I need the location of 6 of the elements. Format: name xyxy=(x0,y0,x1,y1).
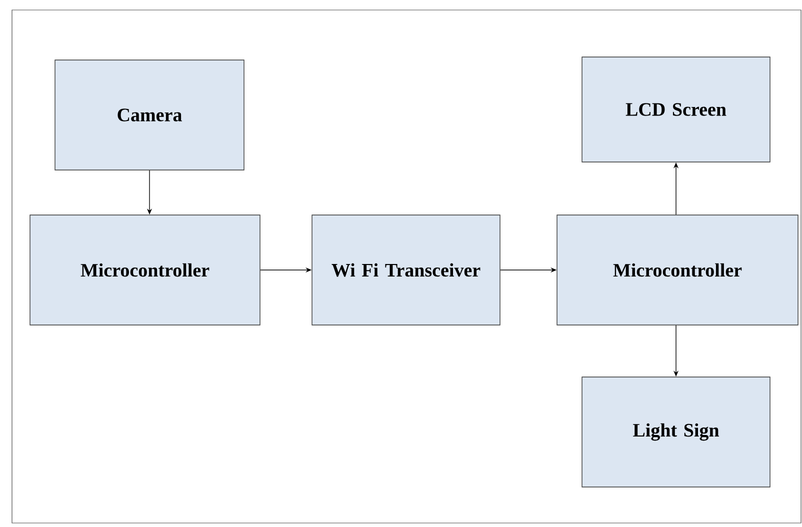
process-box: Microcontroller xyxy=(30,214,260,326)
process-box: Light Sign xyxy=(582,376,770,488)
process-box: Camera xyxy=(54,60,244,170)
process-box: Wi Fi Transceiver xyxy=(312,214,500,326)
process-box: Microcontroller xyxy=(556,214,798,326)
process-box: LCD Screen xyxy=(582,56,770,162)
